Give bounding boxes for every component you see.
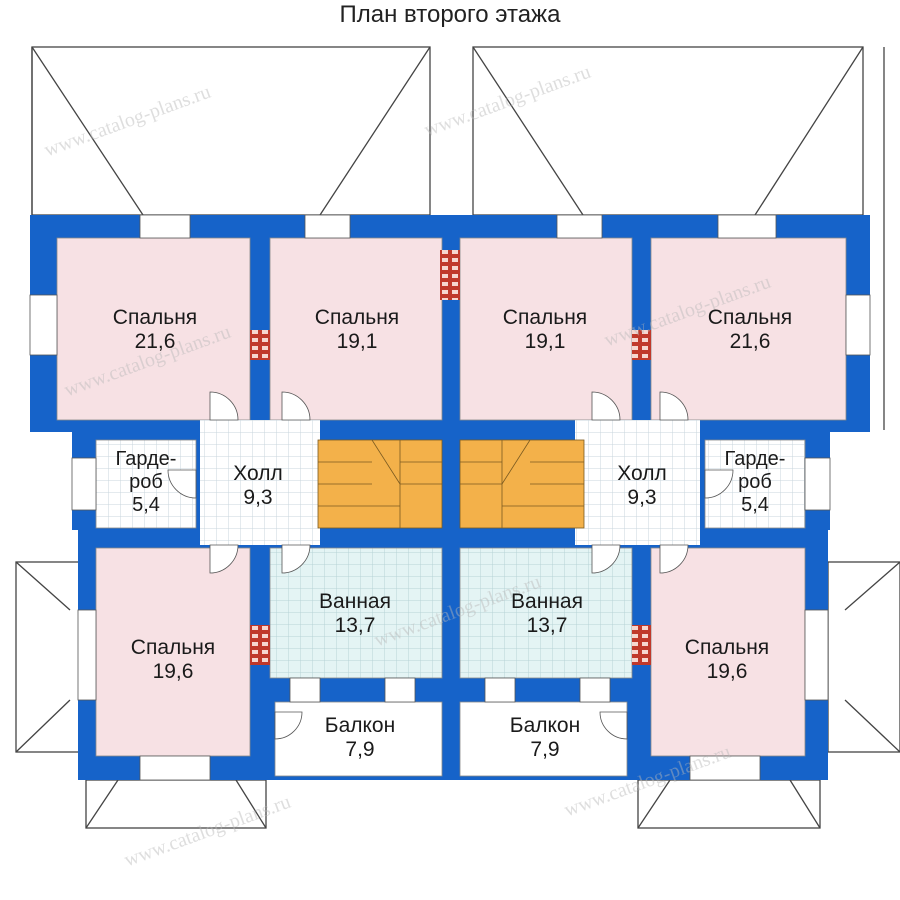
room-name: Спальня xyxy=(130,636,216,659)
room-area: 13,7 xyxy=(526,614,568,637)
room-label-wardrobe: Гарде- роб 5,4 xyxy=(705,448,805,517)
room-name: Балкон xyxy=(509,714,581,737)
room-name: Спальня xyxy=(112,306,198,329)
room-name: Холл xyxy=(233,462,283,485)
chimneys xyxy=(250,250,651,665)
room-area: 7,9 xyxy=(530,738,560,761)
room-label-bedroom: Спальня 19,6 xyxy=(98,636,248,684)
room-area: 19,6 xyxy=(706,660,748,683)
room-label-hall: Холл 9,3 xyxy=(198,462,318,510)
room-area: 5,4 xyxy=(132,494,160,516)
room-area: 19,6 xyxy=(152,660,194,683)
room-area: 19,1 xyxy=(336,330,378,353)
room-name: Ванная xyxy=(511,590,583,613)
room-label-balcony: Балкон 7,9 xyxy=(290,714,430,762)
room-name: Балкон xyxy=(324,714,396,737)
floor-bed-sw xyxy=(95,547,251,757)
floor-bed-nw xyxy=(56,237,251,421)
room-label-bedroom: Спальня 19,1 xyxy=(470,306,620,354)
room-area: 13,7 xyxy=(334,614,376,637)
floor-hall-e xyxy=(575,420,700,545)
room-area: 5,4 xyxy=(741,494,769,516)
room-label-balcony: Балкон 7,9 xyxy=(475,714,615,762)
room-name: Спальня xyxy=(707,306,793,329)
room-name: Ванная xyxy=(319,590,391,613)
floor-bath-w xyxy=(269,547,443,679)
room-name: Холл xyxy=(617,462,667,485)
floor-balc-w xyxy=(274,701,443,777)
stair-treads xyxy=(318,439,584,528)
room-label-bedroom: Спальня 19,6 xyxy=(652,636,802,684)
floor-bed-se xyxy=(650,547,806,757)
room-label-bathroom: Ванная 13,7 xyxy=(280,590,430,638)
room-label-bedroom: Спальня 21,6 xyxy=(675,306,825,354)
page-title: План второго этажа xyxy=(339,1,561,28)
room-name: Спальня xyxy=(502,306,588,329)
room-area: 9,3 xyxy=(627,486,657,509)
room-label-hall: Холл 9,3 xyxy=(582,462,702,510)
room-name: Гарде- роб xyxy=(724,448,786,493)
room-area: 7,9 xyxy=(345,738,375,761)
room-name: Спальня xyxy=(314,306,400,329)
room-label-bedroom: Спальня 21,6 xyxy=(80,306,230,354)
room-label-wardrobe: Гарде- роб 5,4 xyxy=(96,448,196,517)
floor-bed-n2 xyxy=(269,237,443,421)
room-area: 19,1 xyxy=(524,330,566,353)
floor-balc-e xyxy=(459,701,628,777)
room-name: Гарде- роб xyxy=(115,448,177,493)
room-name: Спальня xyxy=(684,636,770,659)
floor-bed-n3 xyxy=(459,237,633,421)
room-label-bathroom: Ванная 13,7 xyxy=(472,590,622,638)
room-label-bedroom: Спальня 19,1 xyxy=(282,306,432,354)
floor-hall-w xyxy=(200,420,320,545)
windows xyxy=(29,214,871,781)
room-area: 21,6 xyxy=(134,330,176,353)
door-swings xyxy=(167,391,734,740)
room-area: 21,6 xyxy=(729,330,771,353)
room-area: 9,3 xyxy=(243,486,273,509)
floor-bed-ne xyxy=(650,237,847,421)
